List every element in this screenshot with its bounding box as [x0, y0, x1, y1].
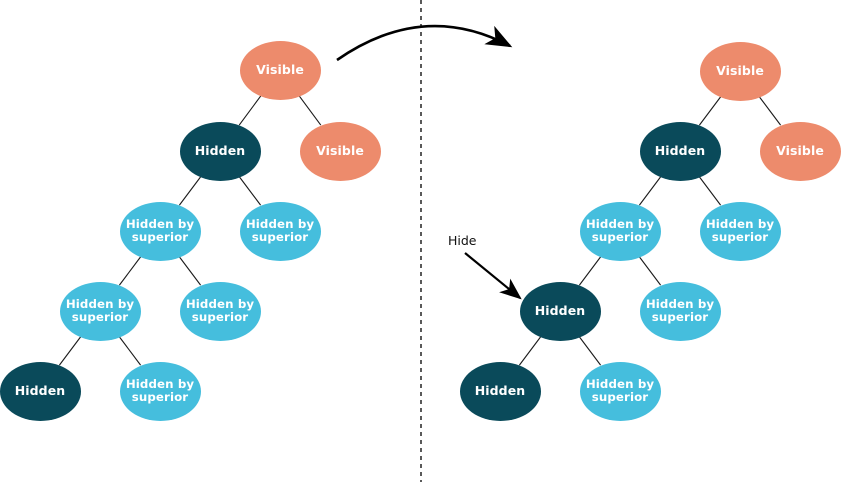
- tree-edge: [118, 256, 142, 286]
- tree-node-label: Hidden by superior: [185, 296, 255, 324]
- tree-node-label: Hidden: [474, 383, 526, 398]
- tree-node-label: Hidden: [534, 303, 586, 318]
- tree-edge: [698, 176, 722, 206]
- tree-node-label: Hidden: [654, 143, 706, 158]
- tree-node-label: Hidden by superior: [125, 216, 195, 244]
- hide-annotation-arrow: [464, 252, 522, 300]
- tree-edge: [178, 256, 202, 286]
- tree-node-hidden[interactable]: Hidden: [459, 361, 541, 421]
- tree-node-label: Hidden by superior: [245, 216, 315, 244]
- tree-node-label: Hidden by superior: [645, 296, 715, 324]
- tree-node-label: Visible: [716, 63, 764, 78]
- tree-node-label: Visible: [316, 143, 364, 158]
- annotation-arrows: [336, 24, 522, 300]
- tree-node-hidden-by-superior[interactable]: Hidden by superior: [579, 361, 661, 421]
- tree-edge: [118, 336, 142, 366]
- tree-node-label: Visible: [776, 143, 824, 158]
- tree-node-hidden-by-superior[interactable]: Hidden by superior: [119, 201, 201, 261]
- tree-edges: [58, 0, 782, 482]
- tree-edge: [518, 336, 542, 366]
- tree-node-hidden-by-superior[interactable]: Hidden by superior: [179, 281, 261, 341]
- tree-node-hidden-by-superior[interactable]: Hidden by superior: [59, 281, 141, 341]
- transition-curved-arrow: [336, 24, 513, 62]
- tree-node-label: Hidden by superior: [585, 216, 655, 244]
- tree-edge: [638, 176, 662, 206]
- tree-node-hidden-by-superior[interactable]: Hidden by superior: [239, 201, 321, 261]
- tree-node-label: Hidden by superior: [65, 296, 135, 324]
- tree-node-label: Hidden: [194, 143, 246, 158]
- tree-node-label: Hidden: [14, 383, 66, 398]
- tree-node-label: Visible: [256, 62, 304, 77]
- tree-node-hidden-by-superior[interactable]: Hidden by superior: [699, 201, 781, 261]
- tree-edge: [238, 176, 262, 206]
- tree-edge: [578, 336, 602, 366]
- tree-edge: [698, 96, 722, 126]
- tree-edge: [298, 95, 322, 126]
- tree-node-hidden-by-superior[interactable]: Hidden by superior: [579, 201, 661, 261]
- tree-edge: [238, 95, 262, 126]
- tree-node-hidden-by-superior[interactable]: Hidden by superior: [639, 281, 721, 341]
- tree-edge: [578, 256, 602, 286]
- tree-node-hidden-by-superior[interactable]: Hidden by superior: [119, 361, 201, 421]
- tree-node-hidden[interactable]: Hidden: [179, 121, 261, 181]
- tree-edge: [178, 176, 202, 206]
- tree-edge: [638, 256, 662, 286]
- tree-edge: [58, 336, 82, 366]
- hide-annotation-label: Hide: [448, 233, 477, 248]
- tree-edge: [758, 96, 782, 126]
- tree-node-visible[interactable]: Visible: [239, 40, 321, 100]
- tree-node-visible[interactable]: Visible: [299, 121, 381, 181]
- tree-node-hidden[interactable]: Hidden: [519, 281, 601, 341]
- tree-node-hidden[interactable]: Hidden: [0, 361, 81, 421]
- tree-node-visible[interactable]: Visible: [699, 41, 781, 101]
- tree-node-label: Hidden by superior: [705, 216, 775, 244]
- tree-node-label: Hidden by superior: [125, 376, 195, 404]
- tree-node-visible[interactable]: Visible: [759, 121, 841, 181]
- tree-node-hidden[interactable]: Hidden: [639, 121, 721, 181]
- tree-node-label: Hidden by superior: [585, 376, 655, 404]
